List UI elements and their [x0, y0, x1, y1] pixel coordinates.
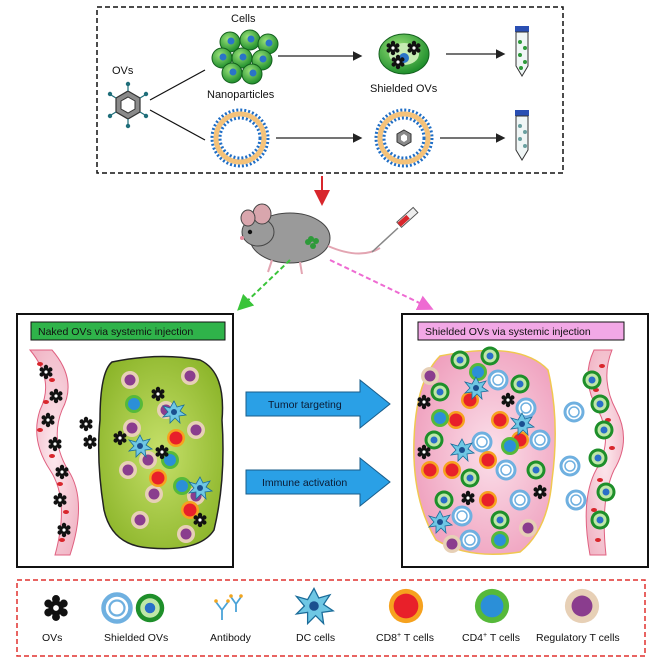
- cells-label: Cells: [231, 13, 256, 25]
- top-panel: OVs Cells: [96, 6, 564, 174]
- legend-antibody-icon: [215, 596, 242, 620]
- naked-route-arrow: [237, 259, 291, 311]
- nanoparticle-ring-icon: [210, 108, 270, 168]
- right-panel-title-box: [417, 321, 625, 341]
- tumor-targeting-label: Tumor targeting: [268, 399, 342, 411]
- legend-cd4-icon: [474, 588, 510, 624]
- left-panel-title-box: [30, 321, 226, 341]
- tumor-targeting-arrow: Tumor targeting: [245, 378, 391, 430]
- immune-activation-label: Immune activation: [262, 477, 347, 489]
- right-panel: Shielded OVs via systemic injection: [401, 313, 649, 568]
- ovs-label: OVs: [112, 65, 134, 77]
- blood-vessel-left: [28, 349, 79, 556]
- legend-cd4-label: CD4+ T cells: [462, 632, 520, 644]
- immune-activation-arrow: Immune activation: [245, 456, 391, 508]
- shielded-ov-cell-icon: [378, 33, 430, 75]
- legend-dc-icon: [295, 587, 335, 625]
- legend-shielded-label: Shielded OVs: [104, 632, 168, 644]
- shielded-nanoparticle-icon: [374, 108, 434, 168]
- legend: OVs Shielded OVs Antibody DC cells CD8+ …: [16, 579, 646, 657]
- test-tube-lower-icon: [515, 110, 529, 161]
- legend-cd8-label: CD8+ T cells: [376, 632, 434, 644]
- top-panel-border: [96, 6, 564, 174]
- test-tube-upper-icon: [515, 26, 529, 77]
- legend-shielded-cell-icon: [135, 593, 165, 623]
- mouse-icon: [240, 203, 381, 275]
- branch-line-lower: [149, 109, 206, 141]
- nanoparticles-label: Nanoparticles: [207, 89, 275, 101]
- legend-border: [16, 579, 646, 657]
- shielded-route-arrow: [329, 259, 434, 311]
- branch-line-upper: [149, 69, 206, 101]
- ovs-hexagon-icon: [107, 81, 149, 129]
- legend-antibody-label: Antibody: [210, 632, 252, 644]
- legend-ovs-label: OVs: [42, 632, 62, 644]
- legend-treg-icon: [564, 588, 600, 624]
- legend-dc-label: DC cells: [296, 632, 335, 644]
- shielded-ovs-label: Shielded OVs: [370, 83, 438, 95]
- legend-ovs-icon: [44, 595, 68, 621]
- legend-cd8-icon: [388, 588, 424, 624]
- left-panel-title: Naked OVs via systemic injection: [38, 326, 193, 338]
- cells-cluster-icon: [211, 29, 279, 85]
- syringe-icon: [371, 206, 419, 253]
- legend-treg-label: Regulatory T cells: [536, 632, 620, 644]
- left-panel: Naked OVs via systemic injection: [16, 313, 234, 568]
- right-panel-title: Shielded OVs via systemic injection: [425, 326, 591, 338]
- legend-shielded-ring-icon: [104, 595, 131, 622]
